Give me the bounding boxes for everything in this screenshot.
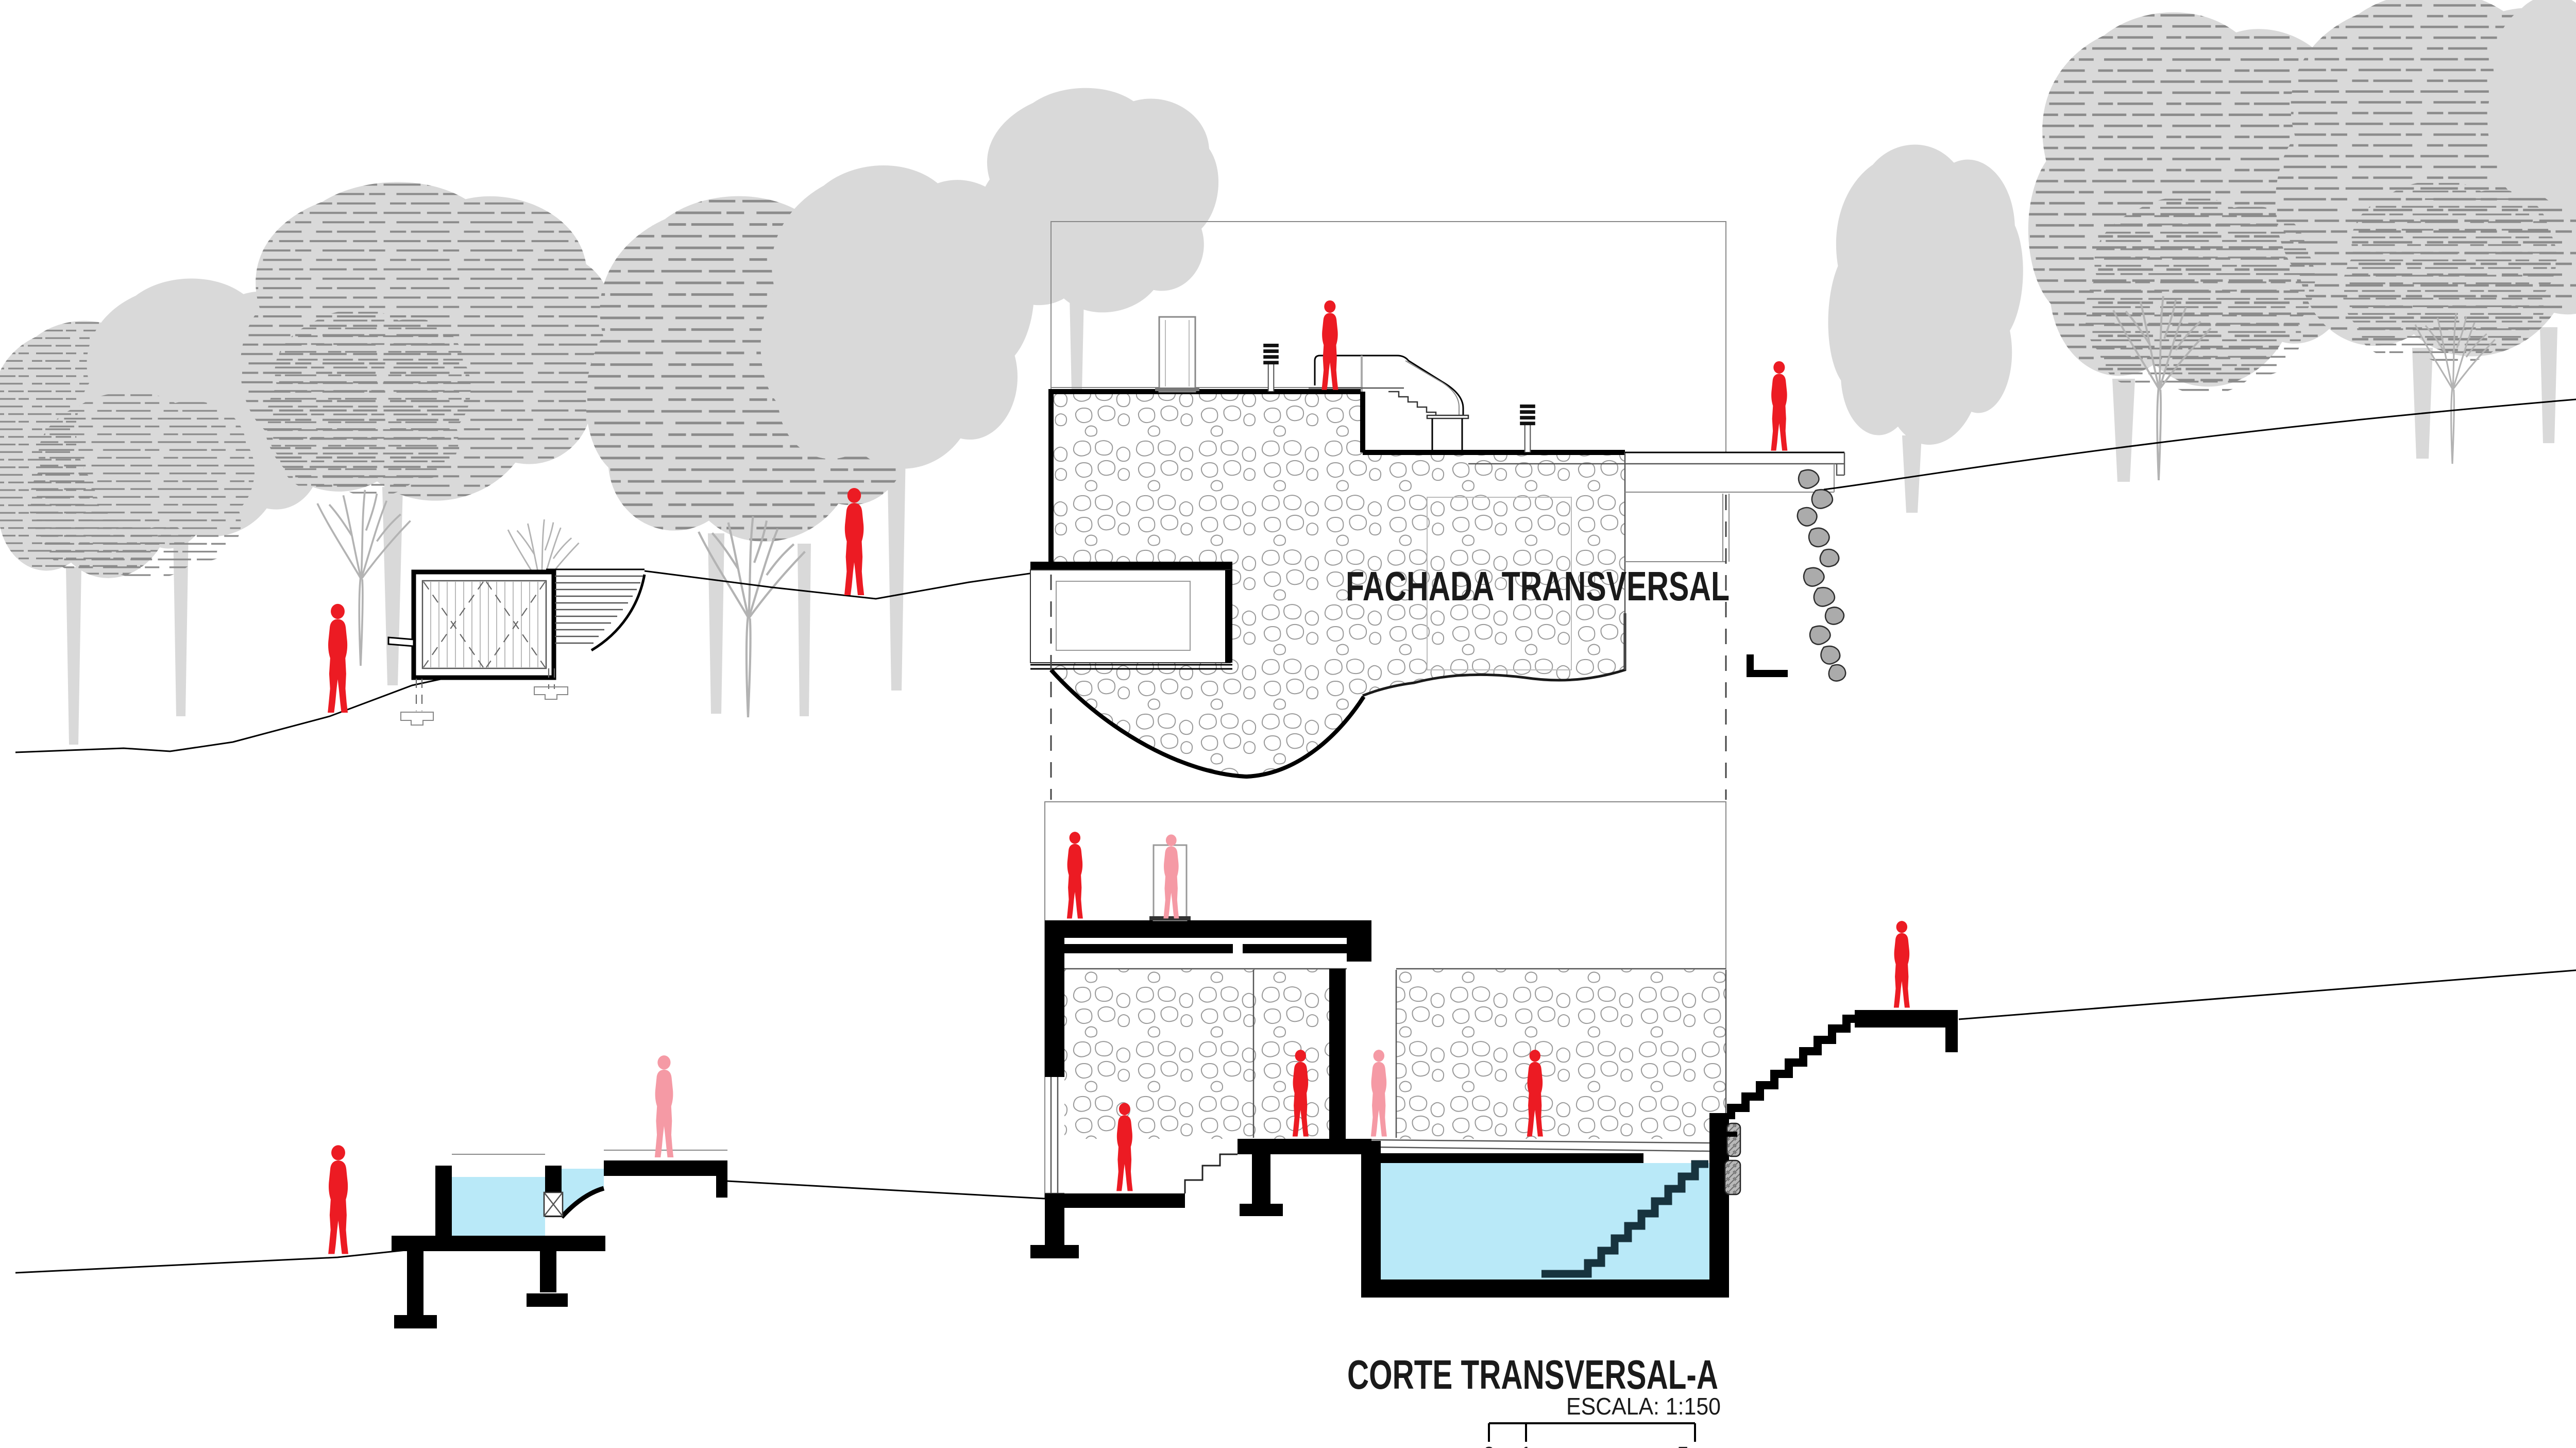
trees-right	[1828, 0, 2576, 513]
tree-trunk	[66, 567, 81, 745]
scale-bar: 0 1 5 m	[1483, 1422, 1713, 1448]
stone-wall-lower	[1363, 452, 1625, 696]
tree-canopy	[0, 88, 1219, 580]
section-house	[1030, 844, 1727, 1258]
person-figure	[654, 1055, 674, 1157]
roof-vent	[1263, 344, 1279, 392]
timber-deck	[387, 568, 646, 726]
tree-trunk	[2112, 379, 2135, 482]
jacuzzi-water	[452, 1177, 545, 1236]
tree-trunk	[798, 544, 811, 716]
facade-ground-left	[15, 653, 555, 753]
pool	[1361, 1113, 1741, 1298]
scale-tick-0: 0	[1483, 1442, 1495, 1448]
tree-trunk	[1902, 435, 1922, 513]
hill-stairs	[546, 568, 646, 652]
deck-footings	[400, 668, 568, 726]
pool-steps	[1541, 1160, 1708, 1278]
stone-wall-garden	[1396, 969, 1726, 1139]
tree-trunk	[173, 528, 189, 716]
projection-lines	[1050, 495, 1727, 800]
rock-cascade	[1797, 469, 1846, 682]
person-figure	[1321, 300, 1338, 390]
terrace-vent	[1520, 405, 1535, 452]
house-elevation	[1030, 316, 2576, 779]
deck-plank	[387, 636, 415, 647]
exterior-stairs	[1727, 969, 2576, 1119]
facade-window	[1030, 562, 1232, 670]
interior-steps	[1184, 1153, 1238, 1193]
pool-pump	[1720, 1122, 1741, 1196]
pool-water	[1381, 1163, 1709, 1279]
person-figure	[1893, 921, 1910, 1008]
jacuzzi-assembly	[15, 1150, 1045, 1328]
tree-trunk	[887, 451, 906, 691]
person-figure	[1066, 832, 1083, 919]
tree-canopy	[1828, 0, 2576, 445]
person-figure	[328, 1145, 349, 1254]
roof-stairs	[1388, 391, 1469, 452]
tree-trunk	[2412, 348, 2433, 459]
section-drawing: CORTE TRANSVERSAL-A ESCALA: 1:150 0 1 5 …	[15, 801, 2576, 1448]
scale-tick-5m: 5 m	[1677, 1442, 1713, 1448]
stone-wall-interior	[1064, 969, 1329, 1139]
ground-swoop	[1049, 668, 1366, 779]
tree-trunk	[1070, 296, 1084, 392]
facade-title: FACHADA TRANSVERSAL	[1346, 563, 1730, 609]
tree-trunk	[2540, 327, 2557, 443]
tree-trunk	[382, 487, 403, 685]
hidden-window-outline	[1427, 497, 1572, 670]
person-figure	[328, 603, 348, 713]
drain-channel	[1747, 654, 1788, 677]
scale-label: ESCALA: 1:150	[1566, 1393, 1721, 1420]
chimney	[1155, 316, 1199, 393]
scale-tick-1: 1	[1520, 1442, 1532, 1448]
facade-ground-right	[1823, 398, 2576, 491]
facade-ground-mid	[644, 569, 1052, 600]
terrace-slab	[1468, 451, 1845, 562]
section-title: CORTE TRANSVERSAL-A	[1347, 1352, 1718, 1398]
trees-left	[0, 88, 1219, 745]
section-ground-right	[1958, 969, 2576, 1020]
person-figure	[1370, 1050, 1387, 1137]
tree-trunk	[708, 533, 724, 714]
person-figure	[1771, 361, 1788, 451]
facade-drawing: FACHADA TRANSVERSAL	[0, 0, 2576, 800]
